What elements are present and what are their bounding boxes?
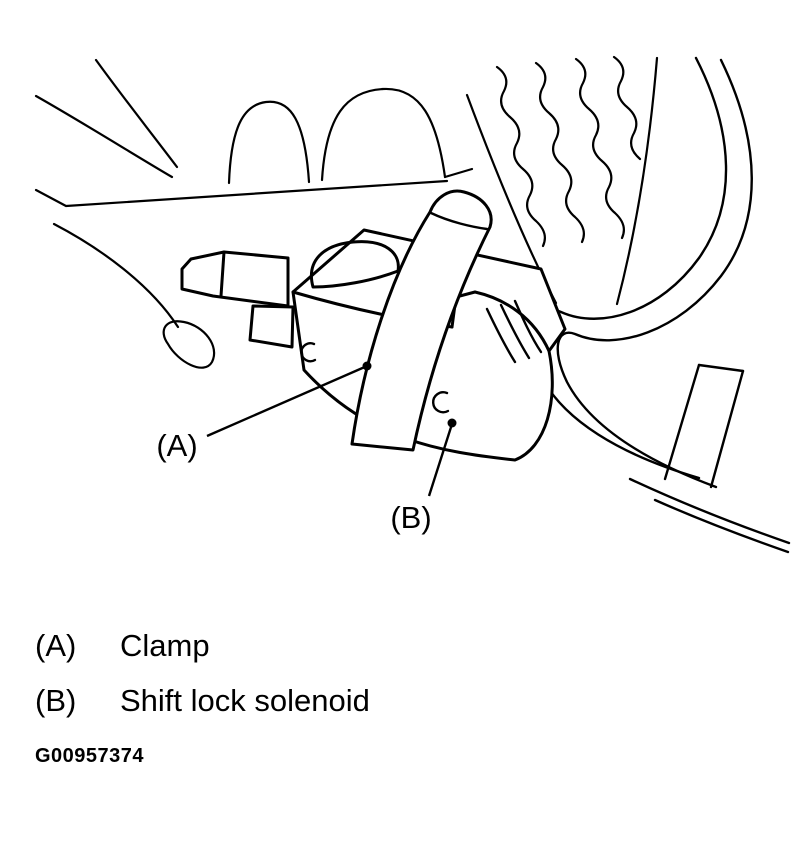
floor-line (628, 477, 791, 545)
callout-b-label: (B) (390, 500, 431, 535)
connector-step-block (248, 304, 295, 349)
cable-line (529, 56, 728, 480)
floor-line (653, 498, 790, 554)
bracket-edge (663, 363, 701, 481)
clamp-strap-outline (350, 189, 493, 452)
legend-row-shift-lock-solenoid: (B) Shift lock solenoid (35, 685, 370, 716)
panel-line (94, 58, 179, 169)
clamp-strap-fold-line (429, 211, 489, 231)
boss-arc (431, 391, 450, 414)
bracket-edge (709, 369, 745, 489)
legend-name-shift-lock-solenoid: Shift lock solenoid (120, 683, 370, 718)
legend-name-clamp: Clamp (120, 628, 210, 663)
bracket-edge (697, 363, 745, 373)
background-structure-lines (34, 58, 474, 369)
column-arch-small (227, 100, 311, 185)
grommet-blob (162, 320, 216, 369)
loom-wave (534, 61, 585, 244)
solenoid-right-edge (473, 290, 551, 353)
callout-b-leader (427, 423, 454, 497)
callout-a-label: (A) (156, 428, 197, 463)
callout-a-dot (362, 361, 372, 371)
loom-wave (574, 57, 625, 240)
legend: (A) Clamp (B) Shift lock solenoid (35, 630, 370, 740)
panel-line (34, 179, 449, 208)
callout-b-dot (447, 418, 457, 428)
connector-plug-outline (180, 250, 290, 308)
boss-arc (300, 342, 317, 363)
cable-line (556, 58, 753, 489)
loom-wave (495, 65, 546, 248)
panel-line (52, 222, 180, 329)
molded-rib (499, 303, 531, 360)
panel-line (443, 167, 474, 179)
loom-wave (612, 55, 642, 161)
callouts: (A) (B) (156, 361, 457, 535)
harness-cables (529, 56, 791, 554)
legend-row-clamp: (A) Clamp (35, 630, 370, 661)
legend-key-b: (B) (35, 683, 77, 718)
callout-a-leader (206, 364, 368, 438)
solenoid-connector (180, 250, 295, 349)
legend-key-a: (A) (35, 628, 77, 663)
column-arch-large (320, 87, 447, 182)
connector-plug-divider (219, 250, 226, 298)
molded-rib (513, 299, 543, 354)
top-recess-outline (310, 240, 400, 289)
panel-line (34, 94, 174, 179)
shift-lock-solenoid-diagram: (A) (B) (34, 55, 791, 554)
loom-edge (615, 56, 659, 306)
molded-rib (485, 307, 517, 364)
clamp-strap (350, 189, 493, 452)
figure-code: G00957374 (35, 745, 145, 767)
